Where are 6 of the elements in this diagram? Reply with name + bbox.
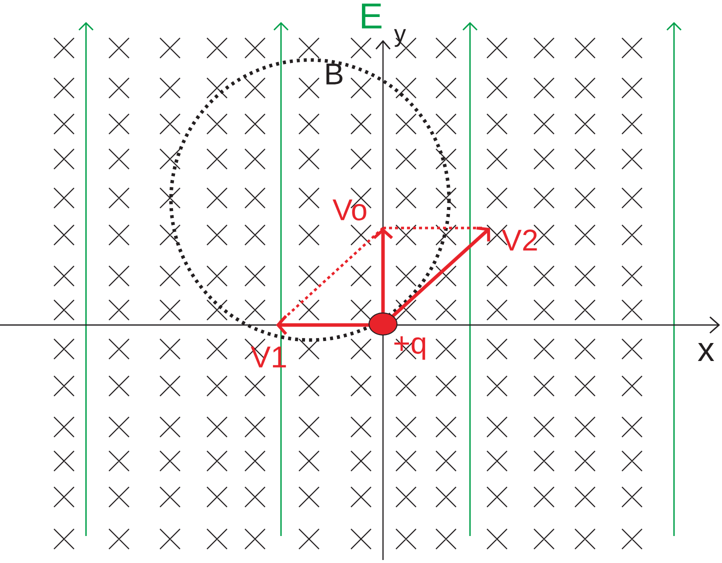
axis-label: E — [362, 4, 382, 28]
axis-label: Vo — [332, 200, 366, 220]
axis-label: y — [394, 29, 406, 47]
axis-label: x — [698, 343, 714, 361]
axis-label: B — [326, 64, 342, 84]
axis-label: V2 — [502, 230, 537, 250]
